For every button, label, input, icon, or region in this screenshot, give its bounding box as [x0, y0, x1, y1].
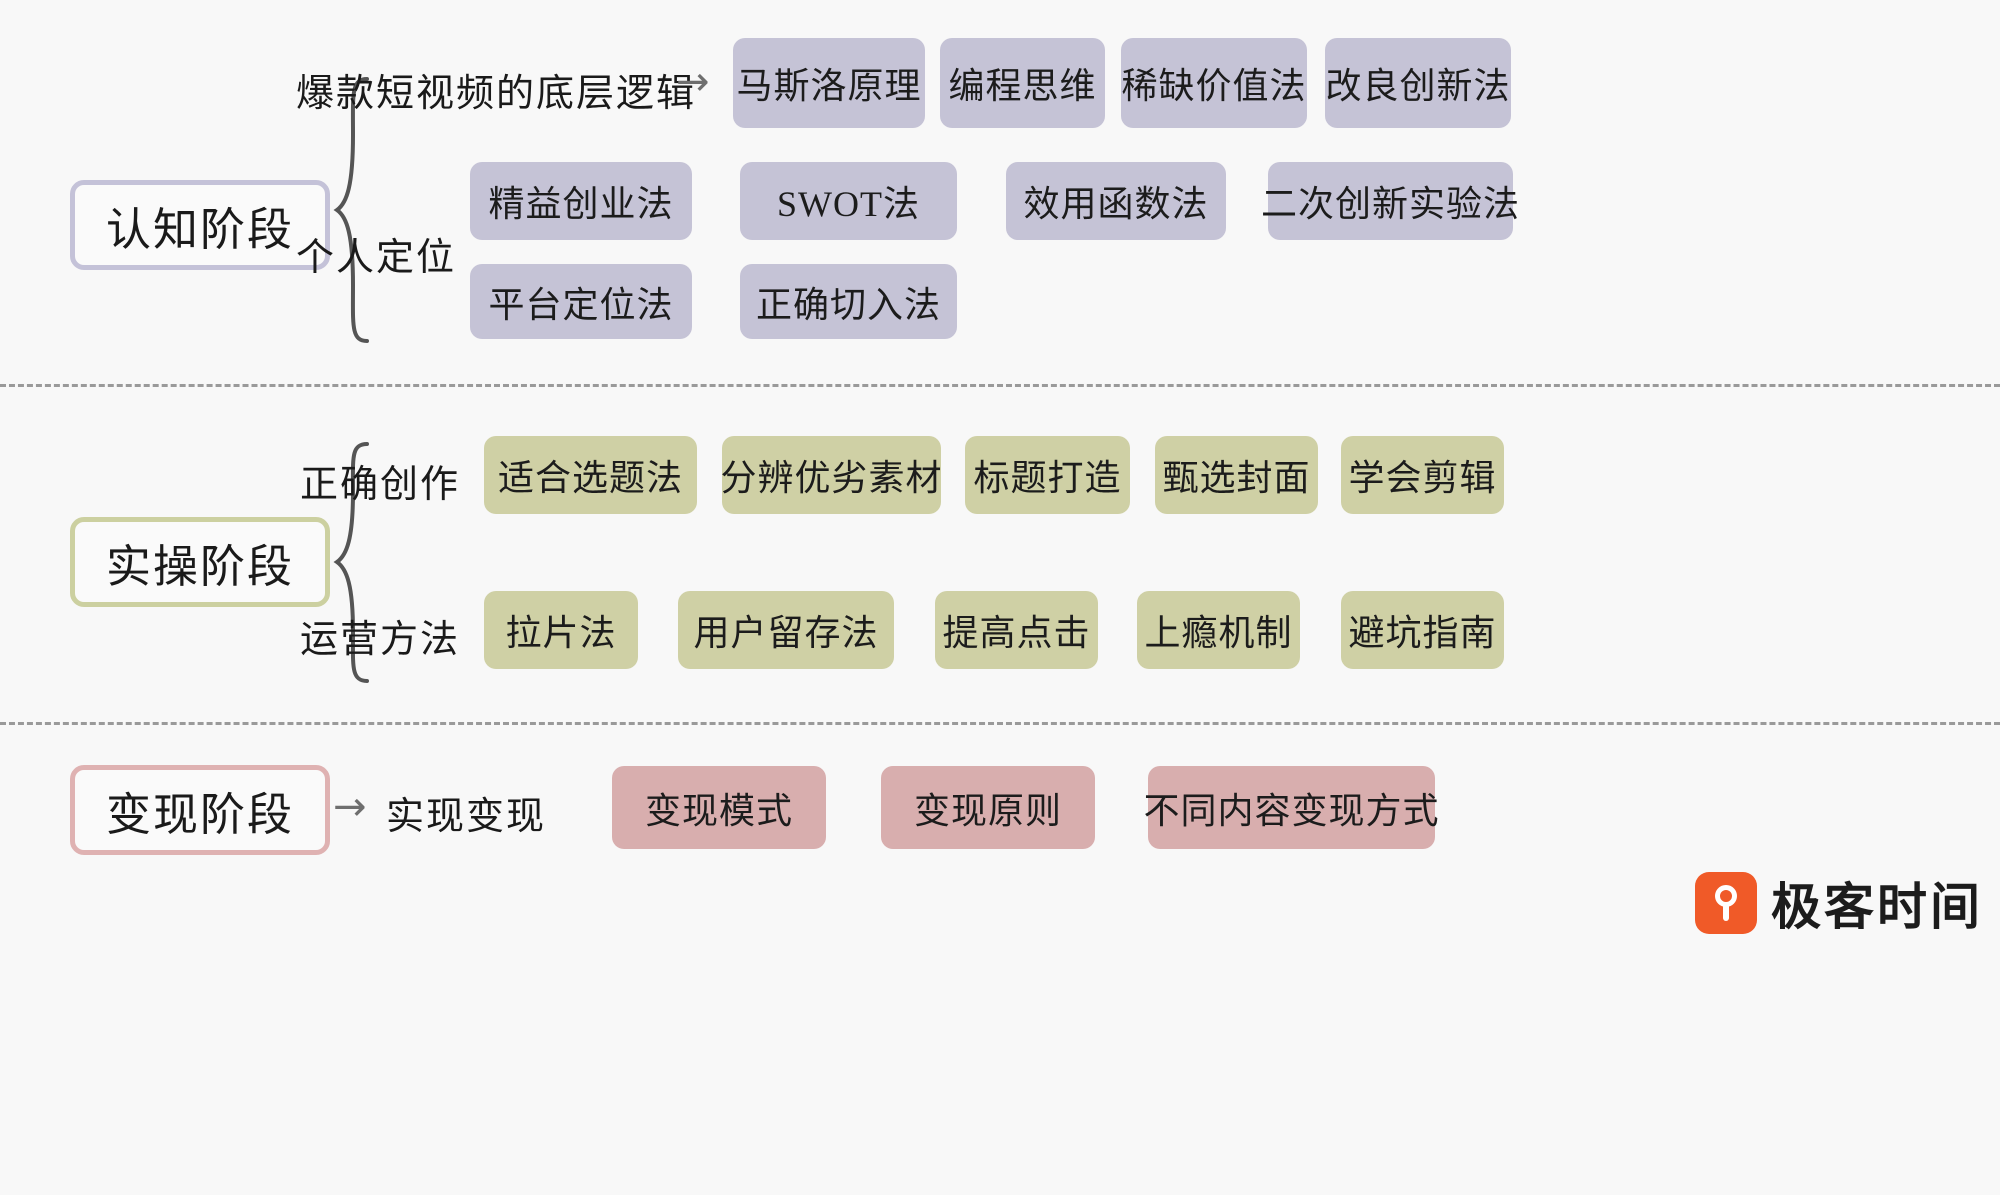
card-practice-0-0[interactable]: 适合选题法	[484, 436, 697, 514]
card-label: 不同内容变现方式	[1143, 790, 1440, 831]
brace-cognition	[333, 75, 373, 345]
card-monetization-0-2[interactable]: 不同内容变现方式	[1144, 766, 1439, 849]
card-label: 适合选题法	[497, 458, 683, 498]
stage-label-cognition: 认知阶段	[105, 204, 294, 255]
stage-pill-cognition[interactable]: 认知阶段	[70, 180, 330, 270]
brand-name: 极客时间	[1771, 879, 1983, 935]
card-practice-0-1[interactable]: 分辨优劣素材	[720, 436, 943, 514]
branch-label-cognition-1: 个人定位	[296, 237, 457, 279]
card-practice-1-1[interactable]: 用户留存法	[678, 591, 894, 669]
section-divider-1	[0, 384, 2000, 387]
card-cognition-1-3[interactable]: 二次创新实验法	[1261, 162, 1519, 240]
card-label: 改良创新法	[1325, 66, 1511, 106]
geekbang-logo-icon	[1695, 872, 1757, 934]
stage-pill-practice[interactable]: 实操阶段	[70, 517, 330, 607]
card-label: 甄选封面	[1162, 458, 1311, 498]
card-label: 学会剪辑	[1348, 458, 1497, 498]
brace-practice	[333, 440, 373, 685]
card-label: 避坑指南	[1348, 613, 1497, 653]
card-label: 变现模式	[644, 790, 793, 831]
card-cognition-0-1[interactable]: 编程思维	[940, 38, 1105, 128]
branch-label-practice-0: 正确创作	[300, 464, 461, 506]
section-divider-2	[0, 722, 2000, 725]
card-label: 马斯洛原理	[736, 66, 922, 106]
card-label: 变现原则	[913, 790, 1062, 831]
card-cognition-1-1[interactable]: SWOT法	[740, 162, 957, 240]
card-monetization-0-0[interactable]: 变现模式	[612, 766, 826, 849]
arrow-icon-monetization-0: →	[333, 784, 367, 830]
card-practice-0-3[interactable]: 甄选封面	[1155, 436, 1318, 514]
card-cognition-1-2[interactable]: 效用函数法	[1006, 162, 1226, 240]
card-label: 用户留存法	[693, 613, 879, 653]
card-label: 效用函数法	[1023, 184, 1209, 224]
card-label: 提高点击	[942, 613, 1091, 653]
stage-pill-monetization[interactable]: 变现阶段	[70, 765, 330, 855]
card-label: 标题打造	[973, 458, 1122, 498]
card-label: 拉片法	[505, 613, 617, 653]
card-practice-1-2[interactable]: 提高点击	[935, 591, 1098, 669]
card-cognition-0-2[interactable]: 稀缺价值法	[1121, 38, 1307, 128]
card-cognition-2-0[interactable]: 平台定位法	[470, 264, 692, 339]
card-cognition-1-0[interactable]: 精益创业法	[470, 162, 692, 240]
arrow-icon-cognition-0: →	[676, 59, 710, 105]
branch-label-monetization-0: 实现变现	[386, 796, 547, 838]
card-label: 编程思维	[948, 66, 1097, 106]
card-label: 分辨优劣素材	[720, 458, 943, 498]
card-practice-0-4[interactable]: 学会剪辑	[1341, 436, 1504, 514]
card-monetization-0-1[interactable]: 变现原则	[881, 766, 1095, 849]
branch-label-practice-1: 运营方法	[300, 619, 461, 661]
card-label: 平台定位法	[488, 284, 674, 325]
branch-label-cognition-0: 爆款短视频的底层逻辑	[296, 73, 697, 115]
card-label: 稀缺价值法	[1121, 66, 1307, 106]
card-label: SWOT法	[777, 184, 920, 224]
stage-label-monetization: 变现阶段	[105, 789, 294, 840]
card-practice-1-3[interactable]: 上瘾机制	[1137, 591, 1300, 669]
card-cognition-0-0[interactable]: 马斯洛原理	[733, 38, 925, 128]
card-cognition-0-3[interactable]: 改良创新法	[1325, 38, 1511, 128]
card-label: 上瘾机制	[1144, 613, 1293, 653]
card-label: 精益创业法	[488, 184, 674, 224]
card-label: 正确切入法	[755, 284, 941, 325]
stage-label-practice: 实操阶段	[105, 541, 294, 592]
brand-logo: 极客时间	[1695, 867, 1983, 939]
card-practice-1-0[interactable]: 拉片法	[484, 591, 638, 669]
card-cognition-2-1[interactable]: 正确切入法	[740, 264, 957, 339]
card-label: 二次创新实验法	[1261, 184, 1521, 224]
card-practice-0-2[interactable]: 标题打造	[965, 436, 1130, 514]
card-practice-1-4[interactable]: 避坑指南	[1341, 591, 1504, 669]
